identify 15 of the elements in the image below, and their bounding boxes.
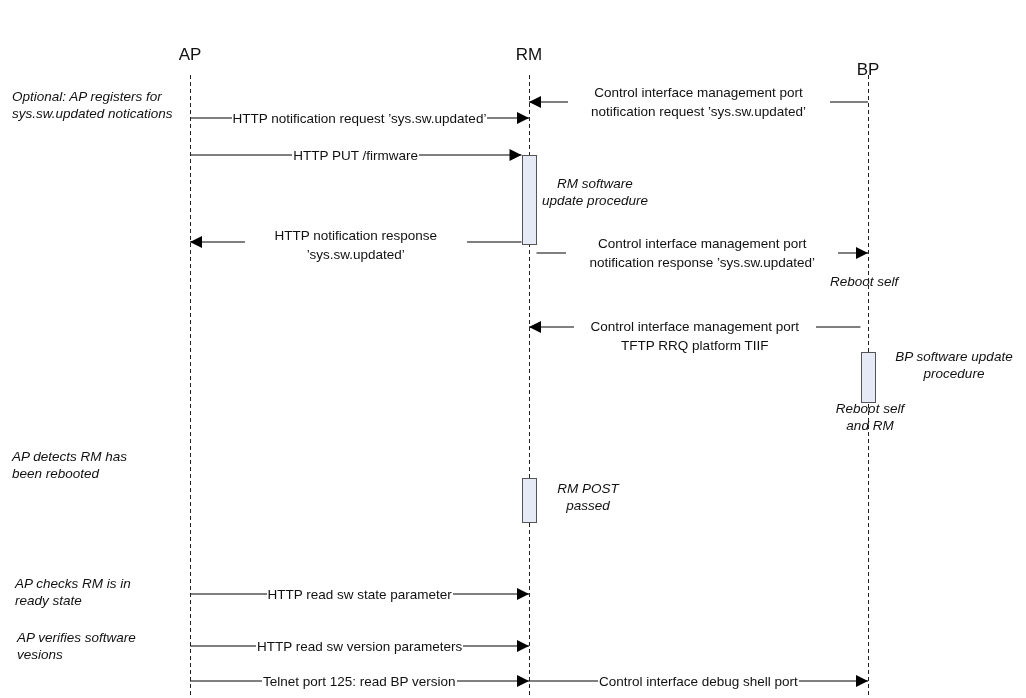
activation-bar: [860, 352, 876, 403]
note-text: RM POST passed: [556, 480, 621, 514]
note-text: AP detects RM has been rebooted: [12, 448, 129, 482]
note-text: RM software update procedure: [541, 175, 649, 209]
note-text: Reboot self: [830, 273, 901, 290]
participant-label: BP: [855, 60, 881, 80]
participant-label: RM: [514, 45, 544, 65]
activation-bar: [521, 478, 537, 523]
activation-bar: [521, 155, 537, 245]
note-text: BP software update procedure: [894, 348, 1014, 382]
note-text: Optional: AP registers for sys.sw.updated notications: [12, 88, 174, 122]
participant-label: AP: [177, 45, 203, 65]
note-text: Reboot self and RM: [835, 400, 905, 434]
note-text: AP verifies software vesions: [17, 629, 137, 663]
note-text: AP checks RM is in ready state: [15, 575, 132, 609]
